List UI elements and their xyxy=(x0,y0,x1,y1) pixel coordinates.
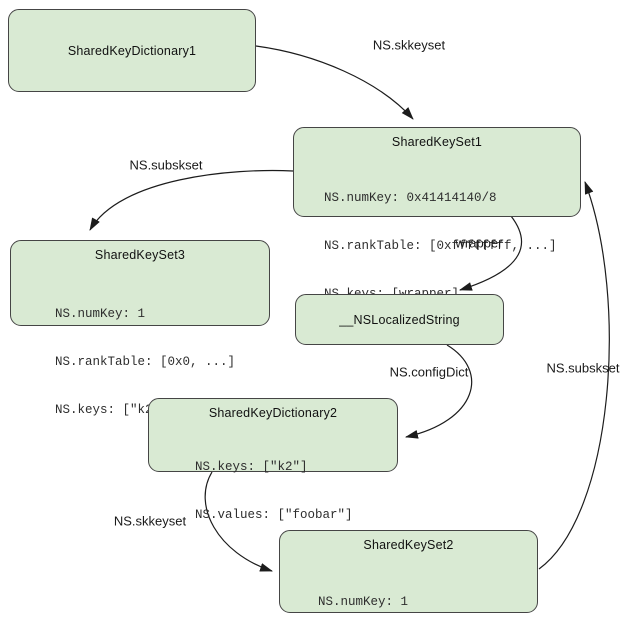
node-shared-key-dictionary2: SharedKeyDictionary2 NS.keys: ["k2"] NS.… xyxy=(148,398,398,522)
field-line: NS.rankTable: [0x0, ...] xyxy=(55,355,236,369)
node-shared-key-set3: SharedKeySet3 NS.numKey: 1 NS.rankTable:… xyxy=(10,240,270,417)
node-shared-key-dictionary1: SharedKeyDictionary1 xyxy=(8,9,256,92)
node-fields: NS.numKey: 1 NS.rankTable: [0x0, ...] NS… xyxy=(11,274,269,450)
edge-label-wrapper: wrapper xyxy=(455,235,503,251)
edge-label-subskset-right: NS.subskset xyxy=(546,360,620,376)
node-title: __NSLocalizedString xyxy=(339,312,460,327)
edge-skdict2-to-skset2 xyxy=(204,471,273,572)
field-line: NS.values: ["foobar"] xyxy=(195,508,353,522)
field-line: NS.numKey: 1 xyxy=(55,307,146,321)
node-title: SharedKeyDictionary1 xyxy=(67,43,197,58)
node-title: SharedKeySet2 xyxy=(363,538,454,552)
node-title: SharedKeySet1 xyxy=(391,135,483,149)
edge-label-skkeyset-bottom: NS.skkeyset xyxy=(113,513,187,529)
field-line: NS.keys: ["k2"] xyxy=(195,460,308,474)
field-line: NS.rankTable: [0xffffffff, ...] xyxy=(324,239,557,253)
node-nslocalizedstring: __NSLocalizedString xyxy=(295,294,504,345)
node-shared-key-set1: SharedKeySet1 NS.numKey: 0x41414140/8 NS… xyxy=(293,127,581,301)
edge-skset1-to-nslocalizedstring xyxy=(459,215,523,291)
edge-label-configdict: NS.configDict xyxy=(389,364,469,380)
edge-label-skkeyset-top: NS.skkeyset xyxy=(372,37,446,53)
edge-skset2-to-skset1 xyxy=(538,181,610,570)
node-fields: NS.keys: ["k2"] NS.values: ["foobar"] xyxy=(149,427,397,555)
edge-nslocalizedstring-to-skdict2 xyxy=(404,344,473,439)
field-line: NS.numKey: 1 xyxy=(318,595,409,609)
edge-label-subskset-left: NS.subskset xyxy=(129,157,203,173)
edge-skset1-to-skset3 xyxy=(89,169,294,231)
node-fields: NS.numKey: 1 NS.rankTable: [0x0, ...] NS… xyxy=(280,562,537,619)
edge-skdict1-to-skset1 xyxy=(255,45,414,120)
field-line: NS.numKey: 0x41414140/8 xyxy=(324,191,497,205)
node-title: SharedKeyDictionary2 xyxy=(208,406,338,420)
node-shared-key-set2: SharedKeySet2 NS.numKey: 1 NS.rankTable:… xyxy=(279,530,538,613)
node-title: SharedKeySet3 xyxy=(94,248,186,262)
